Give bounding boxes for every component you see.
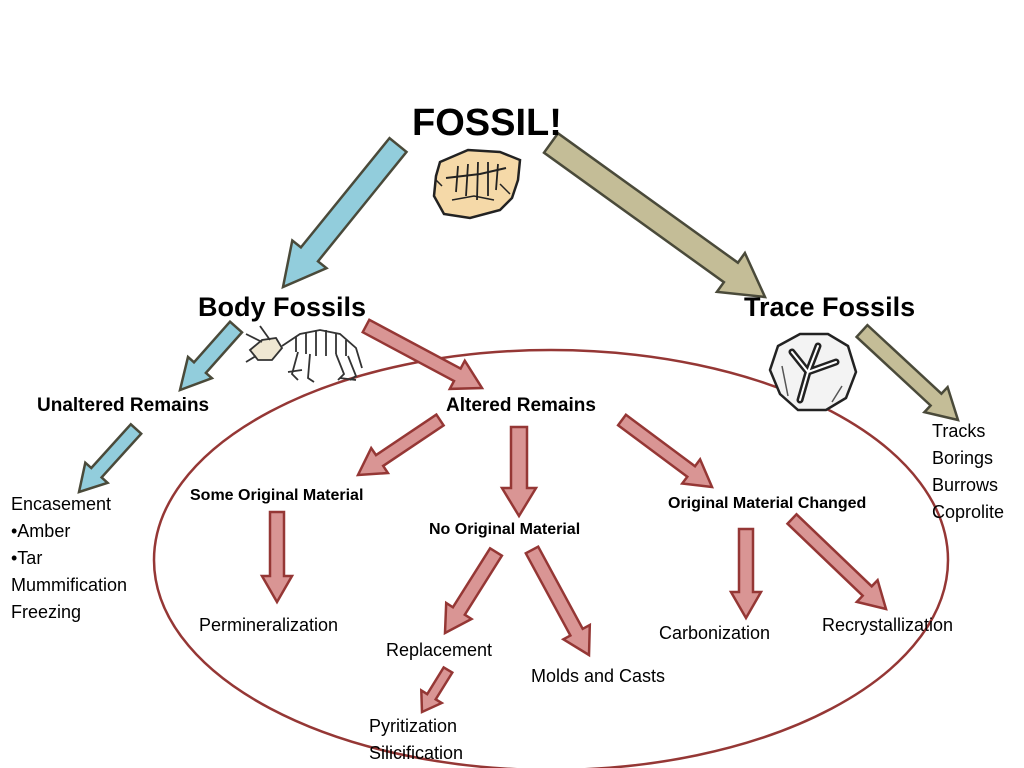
list-item: Silicification [369, 743, 464, 763]
list-item: Burrows [932, 475, 999, 495]
arrow-altered-to-no-original [499, 425, 539, 519]
permineralization-label: Permineralization [199, 615, 339, 635]
list-item: •Amber [11, 521, 71, 541]
footprint-fossil-icon [768, 332, 858, 412]
list-item: •Tar [11, 548, 43, 568]
arrow-some-to-permineralization [259, 510, 295, 605]
replacement-label: Replacement [386, 640, 493, 660]
no-original-material-label: No Original Material [429, 521, 581, 538]
unaltered-remains-label: Unaltered Remains [37, 395, 210, 416]
trace-fossils-list: Tracks Borings Burrows Coprolite [932, 418, 1004, 526]
altered-remains-label: Altered Remains [446, 395, 596, 416]
list-item: Borings [932, 448, 994, 468]
molds-and-casts-label: Molds and Casts [531, 666, 666, 686]
list-item: Coprolite [932, 502, 1005, 522]
arrow-trace-to-list [854, 323, 960, 422]
arrow-unaltered-to-list [77, 422, 143, 494]
some-original-material-label: Some Original Material [190, 487, 364, 504]
unaltered-remains-list: Encasement •Amber •Tar Mummification Fre… [11, 491, 127, 626]
arrow-changed-to-carbonization [728, 527, 764, 621]
recrystallization-label: Recrystallization [822, 615, 954, 635]
altered-remains-ellipse [152, 348, 950, 768]
list-item: Pyritization [369, 716, 458, 736]
arrow-fossil-to-body-fossils [281, 136, 409, 290]
arrow-changed-to-recrystallization [785, 512, 888, 611]
replacement-types-list: Pyritization Silicification [369, 713, 463, 767]
arrow-body-to-altered [361, 318, 485, 391]
carbonization-label: Carbonization [659, 623, 771, 643]
fossil-rock-icon [432, 148, 522, 220]
arrow-replacement-to-types [419, 665, 455, 714]
arrow-altered-to-changed [616, 413, 715, 489]
original-material-changed-label: Original Material Changed [668, 495, 867, 512]
triceratops-skeleton-icon [245, 325, 363, 383]
arrow-altered-to-some-original [355, 412, 446, 477]
list-item: Tracks [932, 421, 986, 441]
arrow-body-to-unaltered [178, 319, 244, 392]
list-item: Freezing [11, 602, 82, 622]
list-item: Encasement [11, 494, 112, 514]
trace-fossils-label: Trace Fossils [744, 292, 916, 322]
arrow-fossil-to-trace-fossils [542, 131, 768, 299]
list-item: Mummification [11, 575, 128, 595]
arrow-no-original-to-molds [524, 545, 592, 658]
arrow-no-original-to-replacement [443, 546, 504, 636]
fossil-title: FOSSIL! [412, 102, 562, 144]
body-fossils-label: Body Fossils [198, 292, 367, 322]
